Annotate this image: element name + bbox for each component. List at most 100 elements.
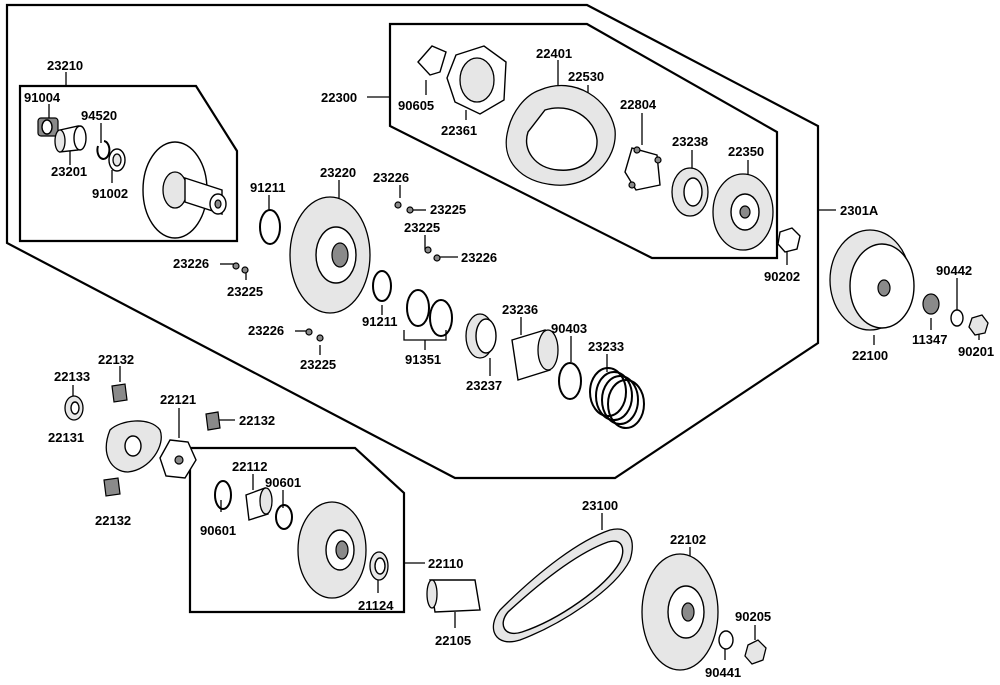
label-23100: 23100 xyxy=(582,498,618,513)
label-23237: 23237 xyxy=(466,378,502,393)
label-22133: 22133 xyxy=(54,369,90,384)
pin-23226-upper-icon xyxy=(394,201,414,214)
ring-91211-lower-icon xyxy=(372,270,392,302)
label-22300: 22300 xyxy=(321,90,357,105)
label-23225-lower: 23225 xyxy=(300,357,336,372)
label-91211-upper: 91211 xyxy=(250,180,285,195)
label-23226-upper: 23226 xyxy=(373,170,409,185)
nut-90205-icon xyxy=(744,639,767,665)
ring-90601-left-icon xyxy=(214,480,232,510)
label-90601-left: 90601 xyxy=(200,523,236,538)
label-22100: 22100 xyxy=(852,348,888,363)
label-90403: 90403 xyxy=(551,321,587,336)
clutch-shoe-22401-icon xyxy=(505,84,616,186)
spring-22804-icon xyxy=(624,146,662,191)
seal-23237-icon xyxy=(465,313,497,359)
label-22132-top: 22132 xyxy=(98,352,134,367)
pin-23226-left-icon xyxy=(232,262,249,274)
slider-22132-right-icon xyxy=(205,411,221,431)
label-90201: 90201 xyxy=(958,344,994,359)
washer-90442-icon xyxy=(950,309,964,327)
gasket-90605-icon xyxy=(417,45,447,76)
drive-belt-23100-icon xyxy=(492,528,633,643)
group-frame-22110 xyxy=(188,446,406,614)
label-90605: 90605 xyxy=(398,98,434,113)
ramp-plate-22131-icon xyxy=(105,420,162,473)
oring-90403-icon xyxy=(558,362,582,400)
label-22132-right: 22132 xyxy=(239,413,275,428)
label-23226-left: 23226 xyxy=(173,256,209,271)
label-91002: 91002 xyxy=(92,186,128,201)
label-22350: 22350 xyxy=(728,144,764,159)
label-22401: 22401 xyxy=(536,46,572,61)
label-23236: 23236 xyxy=(502,302,538,317)
roller-guide-22121-icon xyxy=(159,439,197,479)
roller-bearing-91004-icon xyxy=(37,117,59,137)
label-23238: 23238 xyxy=(672,134,708,149)
movable-driven-face-22110-icon xyxy=(297,501,367,599)
label-23201: 23201 xyxy=(51,164,87,179)
guide-23236-icon xyxy=(511,329,559,381)
gasket-22361-icon xyxy=(446,45,507,115)
bearing-23238-icon xyxy=(671,167,709,217)
label-91351: 91351 xyxy=(405,352,441,367)
label-22121: 22121 xyxy=(160,392,196,407)
washer-21124-icon xyxy=(369,551,389,581)
group-frame-22300 xyxy=(388,22,779,260)
bearing-91002-icon xyxy=(108,148,126,172)
oring-91351-b-icon xyxy=(429,299,453,337)
bearing-11347-icon xyxy=(922,293,940,315)
circlip-94520-icon xyxy=(96,140,111,160)
label-21124: 21124 xyxy=(358,598,394,613)
washer-90441-icon xyxy=(718,630,734,650)
label-94520: 94520 xyxy=(81,108,117,123)
label-11347: 11347 xyxy=(912,332,947,347)
label-23226-middle: 23226 xyxy=(461,250,497,265)
label-90442: 90442 xyxy=(936,263,972,278)
label-23225-upper: 23225 xyxy=(430,202,466,217)
slider-22132-bottom-icon xyxy=(103,477,121,497)
collar-23201-icon xyxy=(54,125,87,153)
label-22105: 22105 xyxy=(435,633,471,648)
nut-90202-icon xyxy=(777,227,801,253)
clutch-plate-22350-icon xyxy=(712,173,774,251)
label-22361: 22361 xyxy=(441,123,477,138)
label-22132-bottom: 22132 xyxy=(95,513,131,528)
label-2301A: 2301A xyxy=(840,203,879,218)
ring-90601-right-icon xyxy=(275,504,293,530)
label-23225-middle: 23225 xyxy=(404,220,440,235)
label-90202: 90202 xyxy=(764,269,800,284)
label-22110: 22110 xyxy=(428,556,463,571)
label-23226-lower: 23226 xyxy=(248,323,284,338)
label-23225-left: 23225 xyxy=(227,284,263,299)
label-22804: 22804 xyxy=(620,97,657,112)
label-91211-lower: 91211 xyxy=(362,314,397,329)
oring-91351-a-icon xyxy=(406,289,430,327)
collar-22112-icon xyxy=(245,487,273,521)
group-frame-2301a xyxy=(5,3,820,480)
label-22530: 22530 xyxy=(568,69,604,84)
clutch-outer-22100-icon xyxy=(829,229,915,331)
ring-91211-upper-icon xyxy=(259,209,281,245)
label-90205: 90205 xyxy=(735,609,771,624)
label-23210: 23210 xyxy=(47,58,83,73)
movable-drive-face-icon xyxy=(142,141,227,239)
slider-22132-top-icon xyxy=(111,383,128,403)
nut-90201-icon xyxy=(968,314,989,336)
fan-pulley-22102-icon xyxy=(641,553,719,671)
label-90441: 90441 xyxy=(705,665,741,680)
spring-23233-icon xyxy=(589,367,645,429)
pin-23226-lower-icon xyxy=(305,328,324,342)
seal-22133-icon xyxy=(64,395,84,421)
label-23233: 23233 xyxy=(588,339,624,354)
label-90601-right: 90601 xyxy=(265,475,301,490)
label-22112: 22112 xyxy=(232,459,267,474)
label-22131: 22131 xyxy=(48,430,84,445)
shaft-22105-icon xyxy=(426,579,481,613)
fixed-driven-face-23220-icon xyxy=(289,196,371,314)
label-22102: 22102 xyxy=(670,532,706,547)
label-23220: 23220 xyxy=(320,165,356,180)
label-91004: 91004 xyxy=(24,90,61,105)
